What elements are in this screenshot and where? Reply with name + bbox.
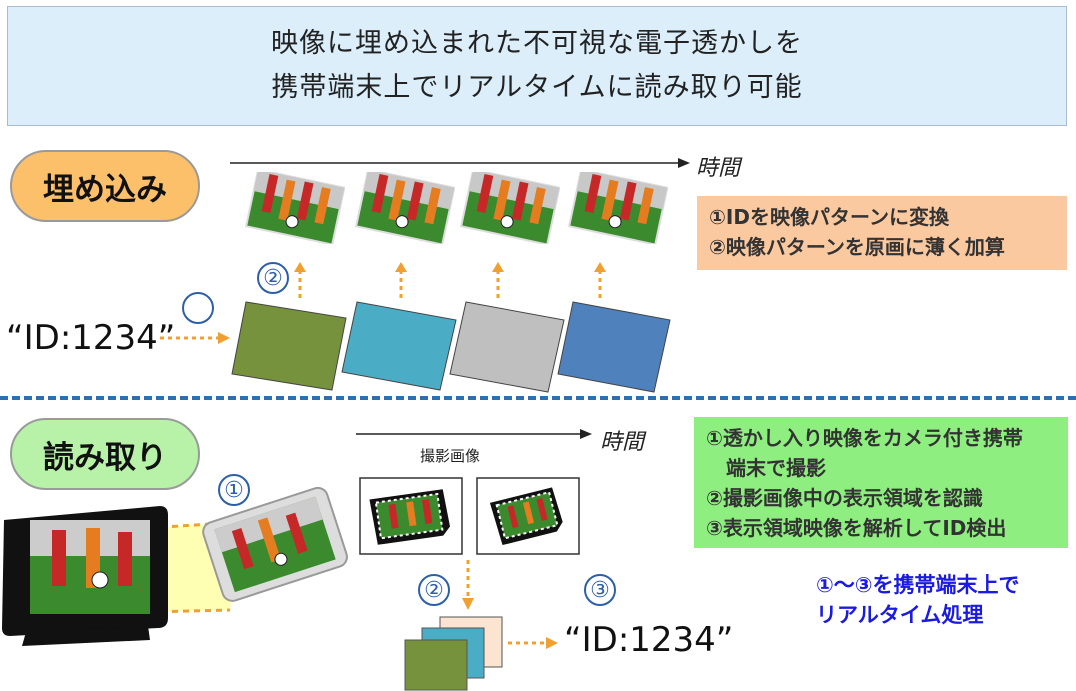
read-step3-marker: ③ (584, 574, 616, 606)
realtime-note-line-2: リアルタイム処理 (816, 603, 984, 627)
pattern-tile-3 (449, 301, 565, 393)
read-note-2: ②撮影画像中の表示領域を認識 (706, 486, 983, 510)
title-line-1: 映像に埋め込まれた不可視な電子透かしを (271, 28, 803, 59)
section-divider (0, 396, 1076, 400)
captured-image-caption: 撮影画像 (420, 447, 481, 465)
pattern-tile-2 (341, 301, 457, 391)
decoded-pattern-1 (404, 639, 468, 691)
tv-icon (2, 506, 168, 646)
embed-notes: ①IDを映像パターンに変換 ②映像パターンを原画に薄く加算 (697, 196, 1067, 270)
embed-step1-marker (182, 292, 214, 324)
embed-time-label: 時間 (696, 156, 741, 181)
realtime-processing-note: ①～③を携帯端末上で リアルタイム処理 (816, 570, 1020, 630)
read-note-1b: 端末で撮影 (726, 456, 826, 480)
read-note-3: ③表示領域映像を解析してID検出 (706, 516, 1007, 540)
read-step1-marker: ① (218, 474, 250, 506)
read-time-label: 時間 (600, 430, 645, 455)
embed-label: 埋め込み (10, 150, 200, 222)
read-step2-marker: ② (418, 574, 450, 606)
embed-id-arrow (160, 332, 230, 344)
embed-step2-marker: ② (257, 262, 289, 294)
embed-id-text: “ID:1234” (6, 318, 176, 358)
read-label: 読み取り (10, 418, 200, 490)
embed-note-2: ②映像パターンを原画に薄く加算 (709, 235, 1005, 259)
read-time-arrow (356, 429, 592, 439)
read-note-1: ①透かし入り映像をカメラ付き携帯 (706, 426, 1023, 450)
title-banner: 映像に埋め込まれた不可視な電子透かしを 携帯端末上でリアルタイムに読み取り可能 (7, 6, 1067, 126)
embed-time-arrow (230, 158, 690, 168)
pattern-tile-1 (231, 301, 347, 391)
pattern-tile-4 (557, 301, 671, 393)
read-notes: ①透かし入り映像をカメラ付き携帯 端末で撮影 ②撮影画像中の表示領域を認識 ③表… (694, 417, 1068, 548)
title-line-2: 携帯端末上でリアルタイムに読み取り可能 (271, 72, 803, 103)
read-id-text: “ID:1234” (564, 620, 734, 660)
embed-note-1: ①IDを映像パターンに変換 (709, 205, 949, 229)
phone-icon (202, 486, 348, 602)
realtime-note-line-1: ①～③を携帯端末上で (816, 573, 1020, 597)
